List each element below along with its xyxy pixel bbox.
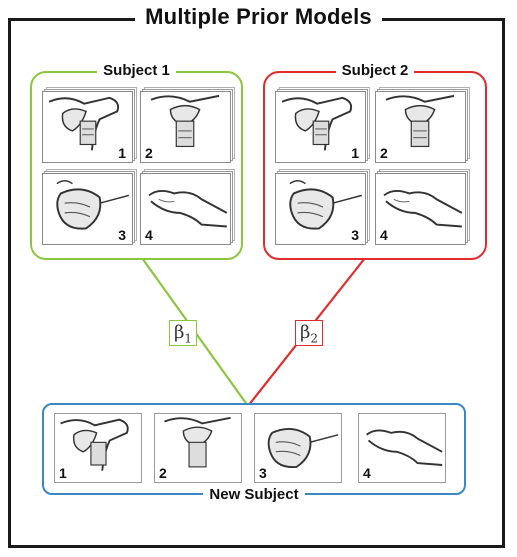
- hand-holding-bottle-icon: [60, 418, 129, 471]
- hand-holding-bottle-icon: [281, 96, 353, 151]
- new-subject-panel-3: 3: [254, 413, 342, 483]
- new-subject-panel-1: 1: [54, 413, 142, 483]
- subject-1-panel-3: 3: [42, 173, 133, 245]
- panel-number: 3: [349, 227, 361, 243]
- panel-number: 4: [361, 465, 373, 481]
- panel-number: 4: [378, 227, 390, 243]
- panel-number: 1: [349, 145, 361, 161]
- panel-number: 2: [143, 145, 155, 161]
- panel-number: 3: [257, 465, 269, 481]
- panel-number: 3: [116, 227, 128, 243]
- subject-1-panel-1: 1: [42, 91, 133, 163]
- open-hand-icon: [365, 429, 443, 466]
- new-subject-panel-2: 2: [154, 413, 242, 483]
- hand-holding-bottle-icon: [48, 96, 120, 151]
- subject-2-panel-3: 3: [275, 173, 366, 245]
- diagram-title: Multiple Prior Models: [135, 4, 382, 29]
- hand-grasping-bottle-icon: [150, 94, 220, 148]
- subject-1-group: Subject 1 1 2 3 4: [30, 62, 243, 260]
- panel-number: 1: [116, 145, 128, 161]
- beta-2-subscript: 2: [310, 331, 319, 346]
- title-bar: Multiple Prior Models: [0, 4, 517, 30]
- hand-grasping-bottle-icon: [164, 416, 231, 468]
- subject-2-panel-4: 4: [375, 173, 466, 245]
- panel-number: 2: [378, 145, 390, 161]
- beta-1-subscript: 1: [184, 331, 193, 346]
- hand-power-grip-icon: [56, 180, 130, 230]
- open-hand-icon: [148, 190, 228, 228]
- new-subject-panel-4: 4: [358, 413, 446, 483]
- subject-1-panel-2: 2: [140, 91, 231, 163]
- subject-2-group: Subject 2 1 2 3 4: [263, 62, 487, 260]
- beta-2-symbol: β: [299, 322, 311, 343]
- hand-grasping-bottle-icon: [385, 94, 455, 148]
- subject-1-panel-4: 4: [140, 173, 231, 245]
- subject-2-panel-1: 1: [275, 91, 366, 163]
- hand-power-grip-icon: [267, 428, 339, 469]
- panel-number: 1: [57, 465, 69, 481]
- beta-2-weight: β2: [295, 320, 323, 346]
- panel-number: 2: [157, 465, 169, 481]
- panel-number: 4: [143, 227, 155, 243]
- hand-power-grip-icon: [289, 180, 363, 230]
- open-hand-icon: [383, 190, 463, 228]
- beta-1-symbol: β: [173, 322, 185, 343]
- subject-2-panel-2: 2: [375, 91, 466, 163]
- beta-1-weight: β1: [169, 320, 197, 346]
- new-subject-group: 1 2 3 4 New Subject: [42, 403, 466, 503]
